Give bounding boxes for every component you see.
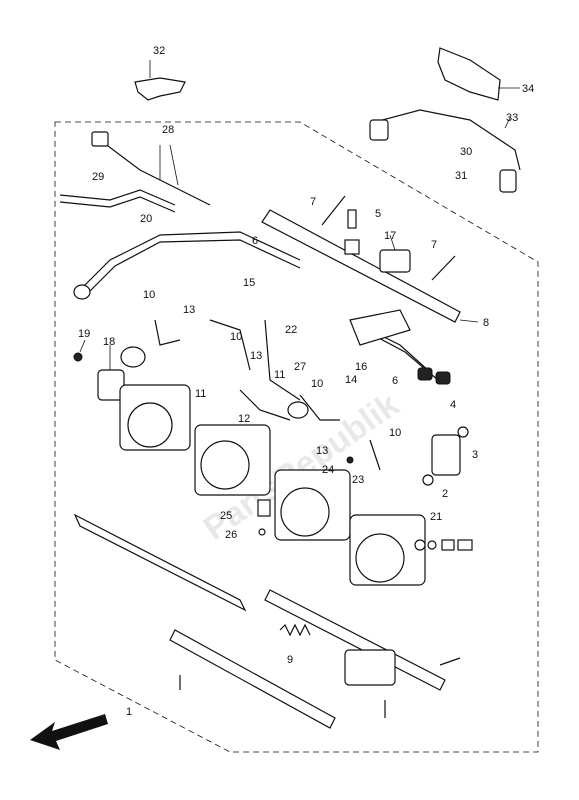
spring-9 bbox=[279, 623, 311, 637]
throttle-body-1 bbox=[119, 384, 191, 451]
throttle-body-4 bbox=[349, 514, 426, 586]
callout-27: 27 bbox=[294, 361, 306, 373]
bracket-34 bbox=[437, 47, 520, 101]
regulator-17 bbox=[379, 234, 411, 273]
callout-12: 12 bbox=[238, 413, 250, 425]
callout-6a: 6 bbox=[252, 235, 258, 247]
callout-22: 22 bbox=[285, 324, 297, 336]
callout-1: 1 bbox=[126, 706, 132, 718]
bolt-7 bbox=[321, 195, 456, 281]
callout-13c: 13 bbox=[316, 445, 328, 457]
throttle-cable-28 bbox=[91, 131, 211, 206]
callout-26: 26 bbox=[225, 529, 237, 541]
callout-2: 2 bbox=[442, 488, 448, 500]
callout-10d: 10 bbox=[389, 427, 401, 439]
callout-3: 3 bbox=[472, 449, 478, 461]
throttle-body-2 bbox=[194, 424, 271, 496]
fuel-hose-20 bbox=[73, 231, 301, 300]
callout-10b: 10 bbox=[230, 331, 242, 343]
bolt-5 bbox=[344, 209, 360, 255]
callout-17: 17 bbox=[384, 230, 396, 242]
callout-14: 14 bbox=[345, 374, 357, 386]
vacuum-hoses bbox=[154, 319, 381, 471]
callout-33: 33 bbox=[506, 112, 518, 124]
assembly-frame bbox=[54, 121, 539, 753]
callout-4: 4 bbox=[450, 399, 456, 411]
bracket-32 bbox=[134, 60, 186, 101]
callout-11a: 11 bbox=[195, 388, 206, 400]
fuel-rail-8 bbox=[261, 209, 479, 323]
callout-25: 25 bbox=[220, 510, 232, 522]
front-arrow-icon bbox=[30, 714, 108, 750]
linkage-rail-lower bbox=[169, 629, 336, 729]
callout-23: 23 bbox=[352, 474, 364, 486]
injector-3 bbox=[422, 426, 469, 486]
callout-13a: 13 bbox=[183, 304, 195, 316]
linkage-rail-upper bbox=[73, 513, 247, 612]
callout-20: 20 bbox=[140, 213, 152, 225]
callout-7a: 7 bbox=[310, 196, 316, 208]
fitting-21 bbox=[414, 539, 473, 551]
callout-13b: 13 bbox=[250, 350, 262, 362]
callout-7b: 7 bbox=[431, 239, 437, 251]
screws bbox=[179, 657, 461, 718]
callout-10a: 10 bbox=[143, 289, 155, 301]
callout-9: 9 bbox=[287, 654, 293, 666]
callout-8: 8 bbox=[483, 317, 489, 329]
callout-28: 28 bbox=[162, 124, 174, 136]
callout-16: 16 bbox=[355, 361, 367, 373]
callout-24: 24 bbox=[322, 464, 334, 476]
callout-21: 21 bbox=[430, 511, 442, 523]
callout-6b: 6 bbox=[392, 375, 398, 387]
callout-19: 19 bbox=[78, 328, 90, 340]
callout-30: 30 bbox=[460, 146, 472, 158]
hose-29 bbox=[59, 189, 176, 213]
callout-15: 15 bbox=[243, 277, 255, 289]
throttle-body-3 bbox=[274, 469, 351, 541]
small-parts-23-27 bbox=[257, 401, 354, 536]
callout-18: 18 bbox=[103, 336, 115, 348]
callout-10c: 10 bbox=[311, 378, 323, 390]
screw-19 bbox=[73, 339, 86, 362]
callout-34: 34 bbox=[522, 83, 534, 95]
callout-labels: 1 2 3 4 5 6 6 7 7 8 9 10 10 10 10 11 11 … bbox=[78, 45, 534, 718]
callout-11b: 11 bbox=[274, 369, 285, 381]
callout-5: 5 bbox=[375, 208, 381, 220]
callout-29: 29 bbox=[92, 171, 104, 183]
wire-harness bbox=[349, 309, 451, 385]
sensor-33 bbox=[369, 109, 521, 193]
sensor-body bbox=[344, 649, 396, 686]
callout-31: 31 bbox=[455, 170, 467, 182]
intake-18 bbox=[97, 345, 146, 401]
callout-32: 32 bbox=[153, 45, 165, 57]
